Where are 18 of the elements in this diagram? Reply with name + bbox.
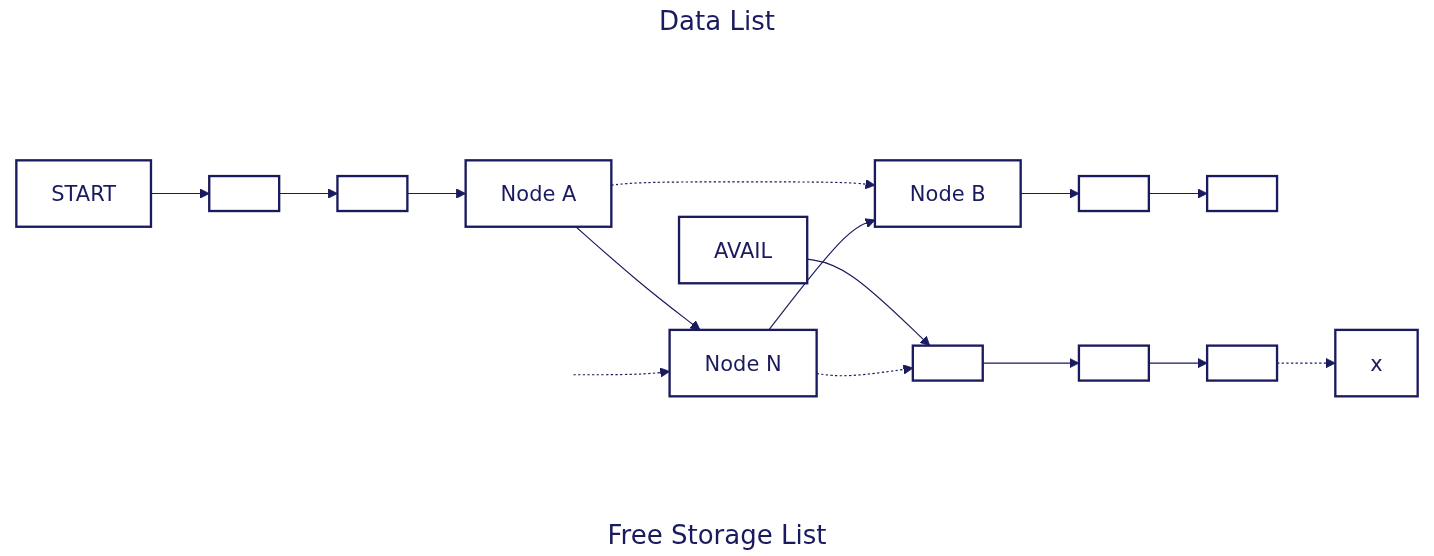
- list-title: Free Storage List: [607, 520, 827, 550]
- node-box: Node A: [464, 158, 613, 228]
- node-box: AVAIL: [677, 215, 809, 285]
- arrow: [1148, 188, 1208, 199]
- node-box: Node N: [668, 328, 818, 398]
- node-box: [1077, 174, 1150, 212]
- node-box: [336, 174, 409, 212]
- node-box: [1205, 344, 1279, 382]
- node-box: Node B: [873, 158, 1022, 228]
- arrow: [1148, 357, 1208, 368]
- node-box: [208, 174, 281, 212]
- node-box: [1205, 174, 1279, 212]
- node-box: START: [15, 158, 153, 228]
- node-box: [911, 344, 984, 382]
- node-box: [1077, 344, 1150, 382]
- node-box: x: [1334, 328, 1419, 398]
- list-title: Data List: [659, 6, 775, 36]
- arrow: [150, 188, 210, 199]
